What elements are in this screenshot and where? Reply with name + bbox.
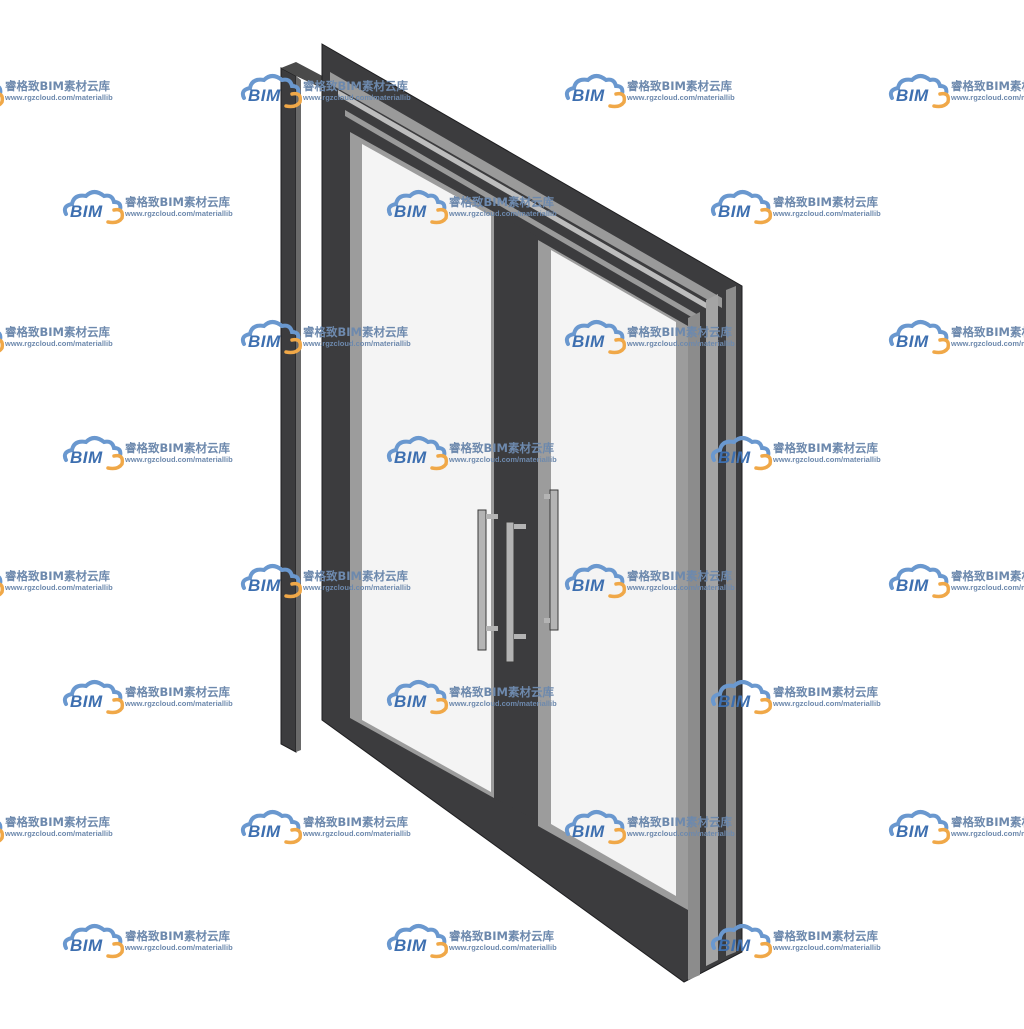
left-outer-jamb-side bbox=[296, 76, 301, 752]
top-trim-rail-3 bbox=[345, 110, 700, 322]
top-trim-rail-2 bbox=[338, 90, 712, 312]
center-mullion bbox=[494, 212, 540, 822]
right-handle bbox=[544, 489, 559, 631]
left-outer-jamb bbox=[280, 67, 297, 753]
right-trim-2 bbox=[706, 294, 718, 966]
top-outer-lintel bbox=[281, 62, 330, 92]
center-handle bbox=[505, 521, 526, 663]
left-handle bbox=[477, 509, 498, 651]
right-trim-3 bbox=[726, 286, 736, 956]
right-trim-1 bbox=[688, 312, 700, 980]
top-trim-rail bbox=[330, 72, 722, 308]
left-glass-pane bbox=[362, 144, 491, 792]
right-glass-pane bbox=[551, 250, 676, 896]
